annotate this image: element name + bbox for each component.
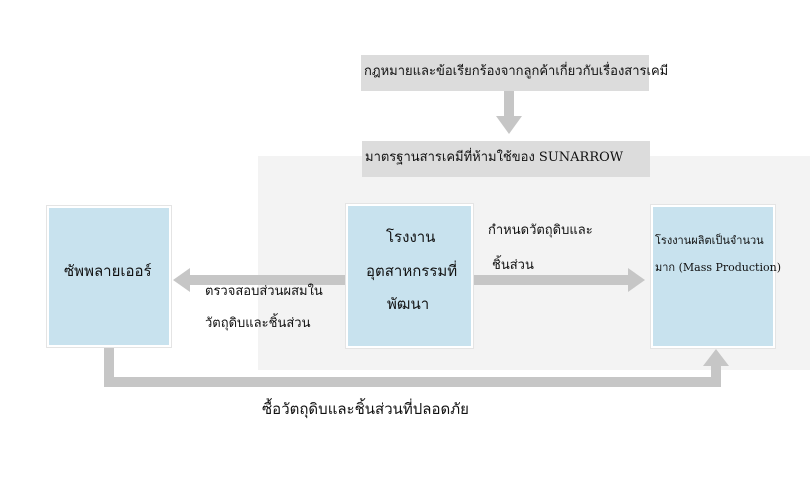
law-requirements-label: กฎหมายและข้อเรียกร้องจากลูกค้าเกี่ยวกับเ… bbox=[364, 64, 669, 79]
edge-label-factory-to-supplier-line-1: ตรวจสอบส่วนผสมใน bbox=[205, 284, 323, 299]
law-requirements-box: กฎหมายและข้อเรียกร้องจากลูกค้าเกี่ยวกับเ… bbox=[361, 55, 668, 91]
development-factory-box: โรงงาน อุตสาหกรรมที่ พัฒนา bbox=[346, 204, 473, 348]
edge-label-factory-to-mass-line-2: ชิ้นส่วน bbox=[492, 258, 534, 273]
factory-label-line-2: อุตสาหกรรมที่ bbox=[366, 262, 458, 280]
factory-label-line-3: พัฒนา bbox=[387, 295, 430, 313]
arrow-factory-to-mass bbox=[471, 268, 645, 292]
supplier-label: ซัพพลายเออร์ bbox=[64, 262, 152, 280]
mass-production-label-line-1: โรงงานผลิตเป็นจำนวน bbox=[655, 234, 764, 247]
mass-production-label-line-2: มาก (Mass Production) bbox=[655, 261, 781, 274]
arrow-supplier-to-mass bbox=[104, 345, 729, 387]
arrow-factory-to-supplier bbox=[173, 268, 346, 292]
chemical-standard-box: มาตรฐานสารเคมีที่ห้ามใช้ของ SUNARROW bbox=[362, 141, 650, 177]
supplier-box: ซัพพลายเออร์ bbox=[47, 206, 171, 347]
edge-label-factory-to-mass-line-1: กำหนดวัตถุดิบและ bbox=[488, 223, 593, 238]
chemical-standard-label: มาตรฐานสารเคมีที่ห้ามใช้ของ SUNARROW bbox=[365, 150, 624, 165]
arrow-law-to-standard bbox=[496, 91, 522, 134]
factory-label-line-1: โรงงาน bbox=[386, 228, 436, 246]
edge-label-factory-to-supplier-line-2: วัตถุดิบและชิ้นส่วน bbox=[205, 316, 311, 331]
mass-production-box: โรงงานผลิตเป็นจำนวน มาก (Mass Production… bbox=[651, 205, 781, 348]
edge-label-supplier-to-mass: ซื้อวัตถุดิบและชิ้นส่วนที่ปลอดภัย bbox=[262, 400, 469, 418]
